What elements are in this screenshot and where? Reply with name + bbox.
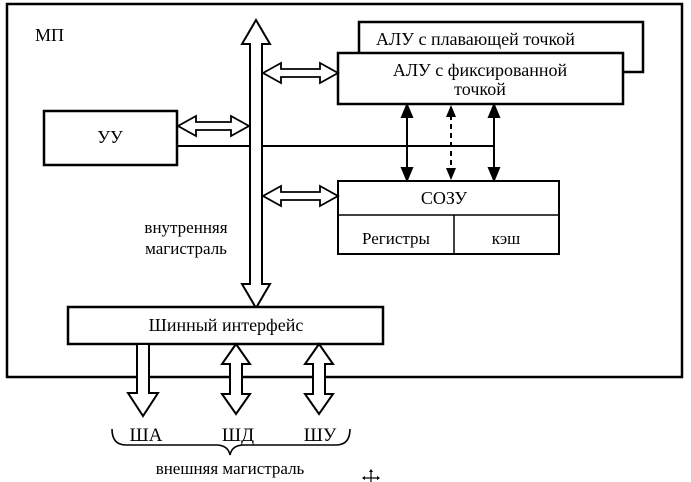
- alu-fixed-label-2: точкой: [454, 79, 506, 99]
- alu-sozu-links: [400, 102, 501, 183]
- alu-float-label: АЛУ с плавающей точкой: [376, 29, 575, 49]
- uu-box: [42, 109, 179, 167]
- shd-label: ШД: [222, 425, 254, 446]
- cache-label: кэш: [492, 229, 520, 248]
- sha-label: ША: [130, 425, 163, 446]
- shu-arrow: [303, 342, 335, 416]
- sozu-box: [337, 180, 560, 255]
- mp-label: МП: [35, 25, 64, 45]
- move-cursor-icon: [362, 469, 380, 482]
- bus-interface-box: [66, 305, 385, 346]
- shu-label: ШУ: [304, 425, 337, 446]
- shd-arrow: [220, 342, 252, 416]
- alu-fixed-box: [336, 51, 625, 106]
- sozu-bus-arrow: [261, 184, 340, 208]
- registers-label: Регистры: [362, 229, 431, 248]
- external-bus-brace: [111, 428, 351, 456]
- uu-label: УУ: [97, 127, 123, 147]
- bus-interface-label: Шинный интерфейс: [149, 315, 304, 335]
- alu-fixed-label-1: АЛУ с фиксированной: [393, 60, 568, 80]
- sha-arrow: [126, 343, 160, 418]
- internal-bus-label-2: магистраль: [145, 239, 227, 258]
- uu-bus-arrow: [176, 114, 251, 138]
- internal-bus-label-1: внутренняя: [144, 218, 227, 237]
- internal-bus-arrow: [240, 18, 272, 310]
- external-bus-label: внешняя магистраль: [156, 459, 305, 478]
- mp-frame: [5, 2, 684, 379]
- sozu-label: СОЗУ: [421, 188, 468, 208]
- alu-bus-arrow: [261, 61, 340, 85]
